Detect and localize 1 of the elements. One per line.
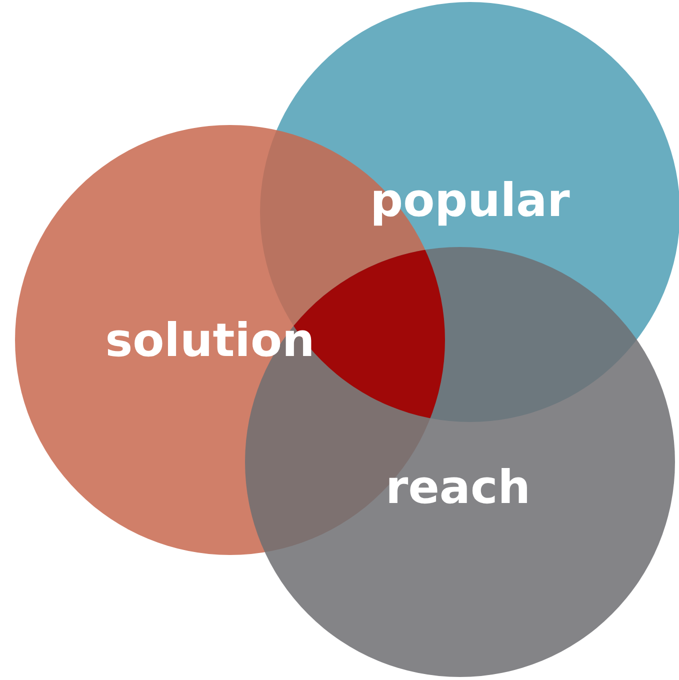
circle-label: reach — [386, 464, 530, 510]
